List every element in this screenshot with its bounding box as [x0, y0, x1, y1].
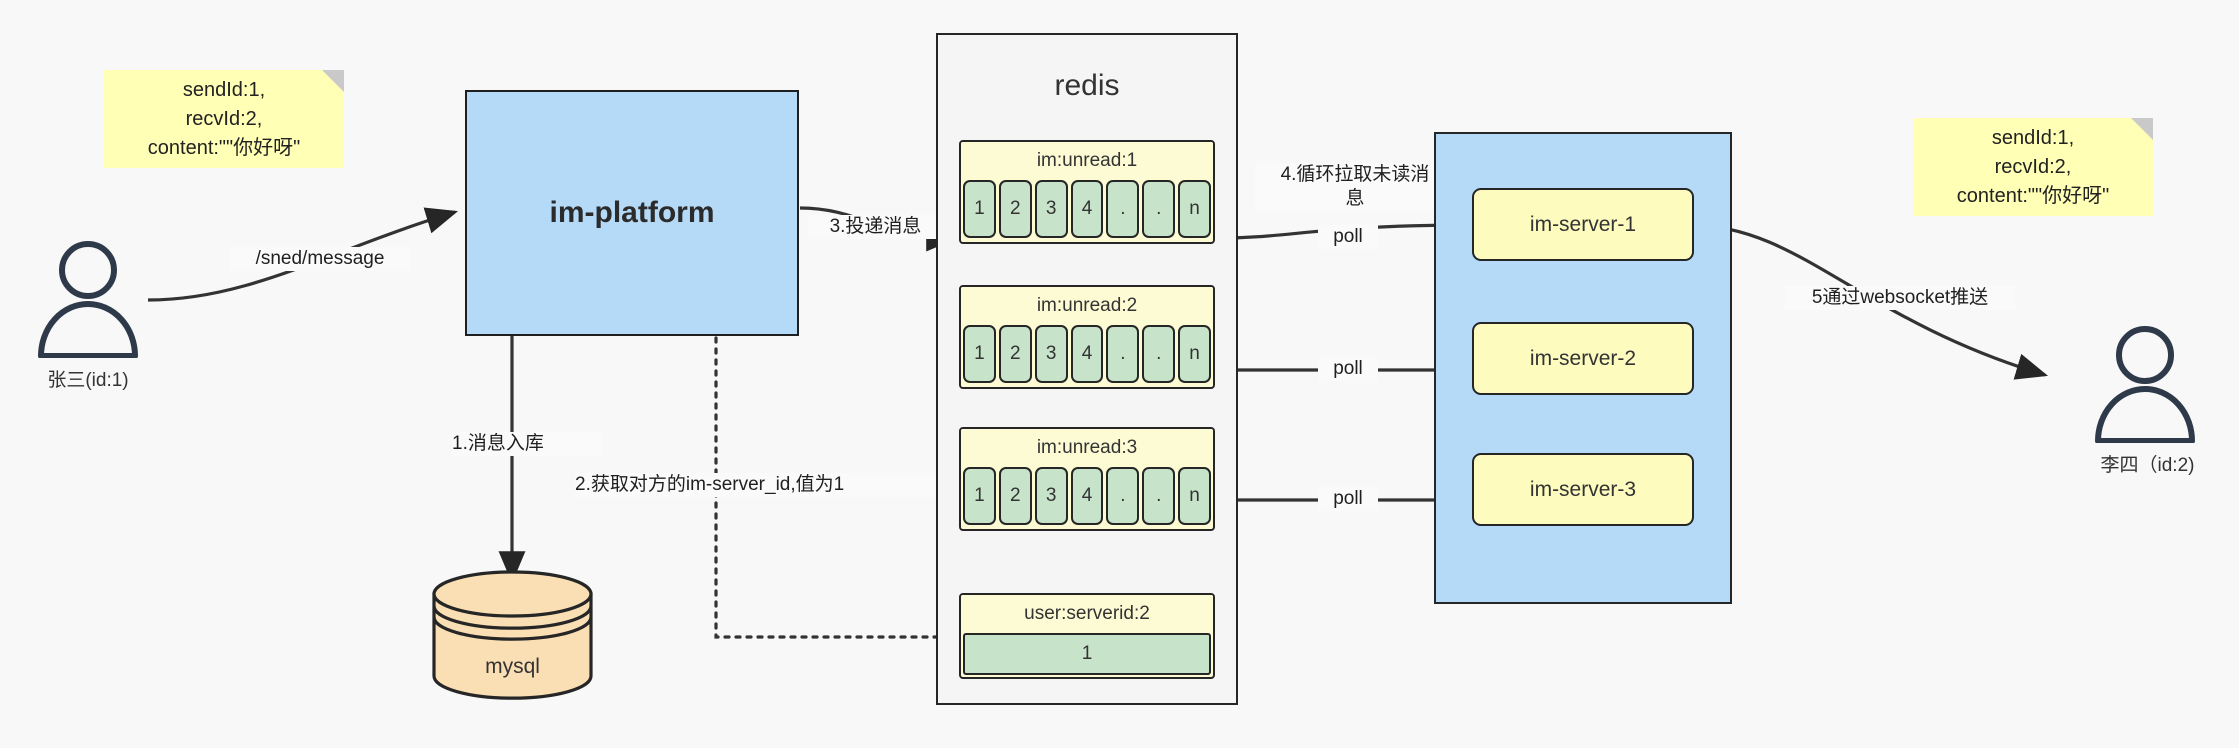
- note-fold-corner-icon: [322, 70, 344, 92]
- redis-cell: .: [1142, 467, 1176, 525]
- redis-cell: .: [1142, 325, 1176, 383]
- redis-cell: n: [1178, 180, 1212, 238]
- note-right-text: sendId:1, recvId:2, content:""你好呀": [1956, 126, 2110, 207]
- redis-cell: 4: [1070, 180, 1104, 238]
- redis-key-im-unread-3[interactable]: im:unread:3 1 2 3 4 . . n: [959, 427, 1215, 531]
- edge-label-step5: 5通过websocket推送: [1785, 286, 2015, 310]
- redis-cell: 2: [998, 467, 1032, 525]
- actor-sender-label: 张三(id:1): [47, 370, 129, 391]
- edge-label-step3: 3.投递消息: [808, 215, 943, 239]
- redis-cell: 1: [963, 325, 996, 383]
- redis-cell: 3: [1034, 467, 1068, 525]
- redis-key-user-serverid-2[interactable]: user:serverid:2 1: [959, 593, 1215, 679]
- redis-single-value: 1: [963, 633, 1211, 675]
- redis-key-label: im:unread:2: [961, 287, 1213, 325]
- person-icon: [38, 241, 138, 359]
- redis-key-label: im:unread:3: [961, 429, 1213, 467]
- im-server-1-label: im-server-1: [1529, 212, 1637, 236]
- redis-cell: n: [1178, 325, 1212, 383]
- note-right-message-payload: sendId:1, recvId:2, content:""你好呀": [1913, 118, 2153, 216]
- redis-title: redis: [1054, 69, 1120, 102]
- redis-cell: .: [1106, 180, 1140, 238]
- edge-label-step2: 2.获取对方的im-server_id,值为1: [575, 473, 1005, 497]
- note-left-text: sendId:1, recvId:2, content:""你好呀": [147, 78, 301, 159]
- redis-cell: 3: [1034, 325, 1068, 383]
- edge-label-step4: 4.循环拉取未读消 息: [1255, 163, 1455, 211]
- im-platform-label: im-platform: [549, 196, 715, 229]
- redis-cell: 1: [963, 467, 996, 525]
- redis-cell: 4: [1070, 467, 1104, 525]
- note-fold-corner-icon: [2131, 118, 2153, 140]
- redis-key-label: user:serverid:2: [961, 595, 1213, 633]
- node-im-server-2[interactable]: im-server-2: [1472, 322, 1694, 395]
- im-server-2-label: im-server-2: [1529, 346, 1637, 370]
- actor-sender: [28, 238, 148, 359]
- redis-key-im-unread-1[interactable]: im:unread:1 1 2 3 4 . . n: [959, 140, 1215, 244]
- redis-cell: .: [1106, 467, 1140, 525]
- redis-cell: 1: [963, 180, 996, 238]
- actor-receiver-label: 李四（id:2): [2100, 455, 2195, 476]
- node-im-platform[interactable]: im-platform: [465, 90, 799, 336]
- redis-cell: 2: [998, 180, 1032, 238]
- redis-cell: 3: [1034, 180, 1068, 238]
- redis-cell: .: [1106, 325, 1140, 383]
- edge-label-poll-1: poll: [1318, 225, 1378, 249]
- redis-key-cells: 1 2 3 4 . . n: [961, 467, 1213, 527]
- node-im-server-1[interactable]: im-server-1: [1472, 188, 1694, 261]
- actor-receiver: [2085, 323, 2205, 444]
- redis-key-label: im:unread:1: [961, 142, 1213, 180]
- edge-label-poll-3: poll: [1318, 487, 1378, 511]
- note-left-message-payload: sendId:1, recvId:2, content:""你好呀": [104, 70, 344, 168]
- edge-label-send-message: /sned/message: [230, 247, 410, 271]
- redis-cell: 2: [998, 325, 1032, 383]
- mysql-label: mysql: [485, 655, 540, 678]
- person-icon: [2095, 326, 2195, 444]
- redis-cell: .: [1142, 180, 1176, 238]
- redis-cell: 4: [1070, 325, 1104, 383]
- edge-label-poll-2: poll: [1318, 357, 1378, 381]
- redis-key-im-unread-2[interactable]: im:unread:2 1 2 3 4 . . n: [959, 285, 1215, 389]
- edge-label-step1: 1.消息入库: [452, 432, 602, 456]
- im-server-3-label: im-server-3: [1529, 477, 1637, 501]
- node-im-server-3[interactable]: im-server-3: [1472, 453, 1694, 526]
- redis-key-cells: 1 2 3 4 . . n: [961, 180, 1213, 240]
- redis-key-cells: 1 2 3 4 . . n: [961, 325, 1213, 385]
- database-cylinder-icon: [432, 570, 593, 700]
- node-mysql-database[interactable]: [430, 570, 595, 700]
- redis-cell: n: [1178, 467, 1212, 525]
